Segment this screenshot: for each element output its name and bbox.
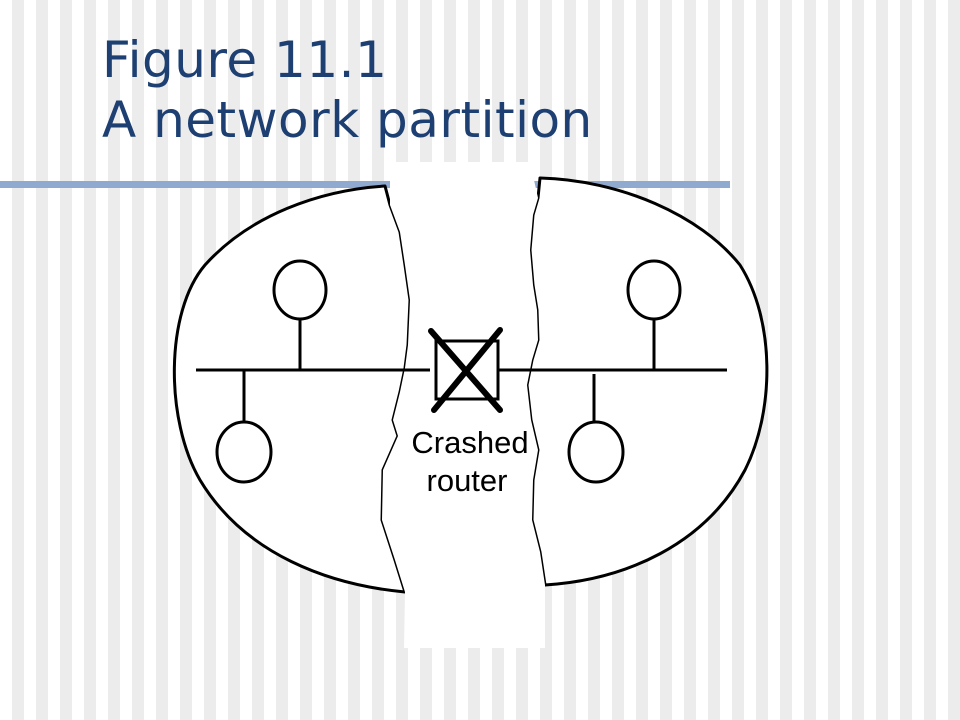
right-network-region [525,176,769,587]
left-network-region [172,184,412,594]
crashed-router-label-line-2: router [427,463,508,498]
title-underline [0,181,730,188]
left-lower-computer-node [215,420,273,484]
slide-title: Figure 11.1 A network partition [102,30,593,150]
left-upper-computer-node [272,259,328,321]
right-lower-computer-node [567,420,625,484]
title-line-1: Figure 11.1 [102,31,388,89]
crash-mark-line-2 [431,327,503,413]
right-upper-computer-node [626,259,682,321]
crashed-router-label-line-1: Crashed [411,425,528,460]
title-line-2: A network partition [102,91,593,149]
partition-gap [382,162,545,648]
